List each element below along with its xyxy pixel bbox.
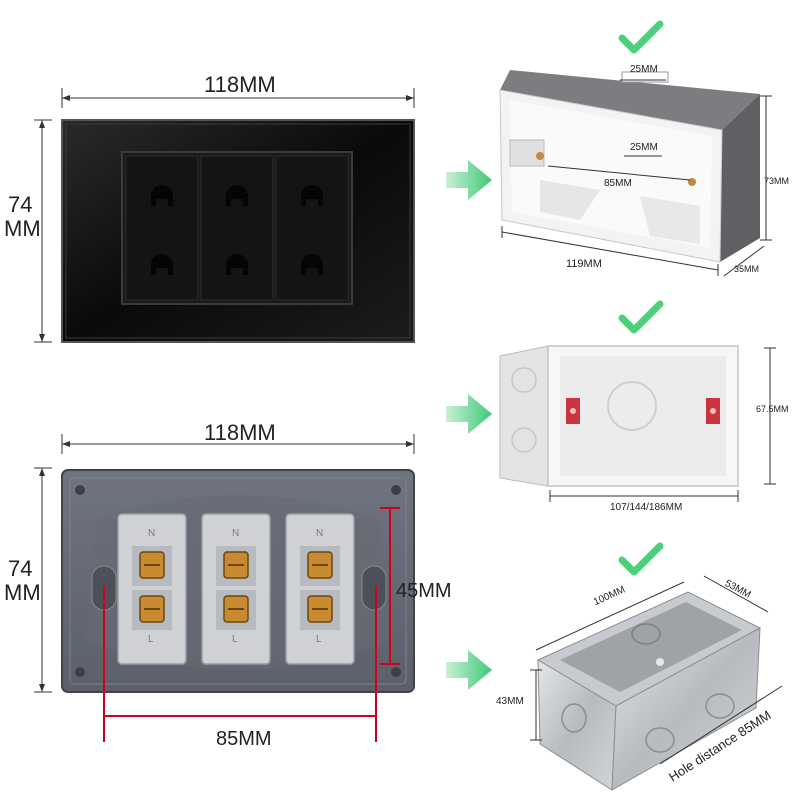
terminal-letter-n-1: N xyxy=(148,528,156,539)
back-height-dimension xyxy=(34,467,52,693)
box3-height-label: 43MM xyxy=(496,696,524,707)
box1-length-label: 119MM xyxy=(566,258,602,270)
box1-dimensions xyxy=(501,79,772,277)
box2-height-label: 67.5MM xyxy=(756,404,789,414)
socket-outlet-3 xyxy=(301,185,323,275)
box1-top-label: 25MM xyxy=(630,64,658,75)
front-width-label: 118MM xyxy=(204,72,276,97)
front-glass-panel xyxy=(61,119,415,343)
box2-dimensions xyxy=(549,347,776,502)
check-icon-3 xyxy=(618,542,664,576)
box1-inner-label: 25MM xyxy=(630,142,658,153)
arrow-icon-3 xyxy=(446,650,492,690)
socket-outlet-2 xyxy=(226,185,248,275)
front-width-dimension xyxy=(61,88,415,108)
back-width-label: 118MM xyxy=(204,420,276,445)
metal-box xyxy=(536,591,762,791)
back-height-label-number: 74 xyxy=(8,556,33,581)
front-height-label-unit: MM xyxy=(4,216,41,241)
arrow-icon-2 xyxy=(446,394,492,434)
arrow-icon-1 xyxy=(446,160,492,200)
check-icon-2 xyxy=(618,300,664,334)
terminal-module-3 xyxy=(285,513,355,665)
box2-length-label: 107/144/186MM xyxy=(610,502,683,513)
hole-distance-label: 85MM xyxy=(216,728,272,750)
terminal-letter-l-1: L xyxy=(148,634,154,645)
red-dimension-lines xyxy=(103,507,400,742)
check-icon-1 xyxy=(618,20,664,54)
box1-depth-label: 35MM xyxy=(734,264,760,274)
box1-height-label: 73MM xyxy=(764,176,790,186)
box1-hole-label: 85MM xyxy=(604,178,632,189)
socket-outlet-1 xyxy=(151,185,173,275)
terminal-module-1 xyxy=(117,513,187,665)
box3-dimensions xyxy=(530,575,783,765)
terminal-letter-l-2: L xyxy=(232,634,238,645)
terminal-letter-l-3: L xyxy=(316,634,322,645)
front-height-dimension xyxy=(34,119,52,343)
terminal-module-2 xyxy=(201,513,271,665)
terminal-letter-n-2: N xyxy=(232,528,240,539)
back-width-dimension xyxy=(61,434,415,454)
white-box-1 xyxy=(499,70,760,263)
back-height-label-unit: MM xyxy=(4,580,41,605)
white-box-2 xyxy=(499,345,739,487)
terminal-letter-n-3: N xyxy=(316,528,324,539)
front-height-label-number: 74 xyxy=(8,192,33,217)
inner-height-label: 45MM xyxy=(396,580,452,602)
